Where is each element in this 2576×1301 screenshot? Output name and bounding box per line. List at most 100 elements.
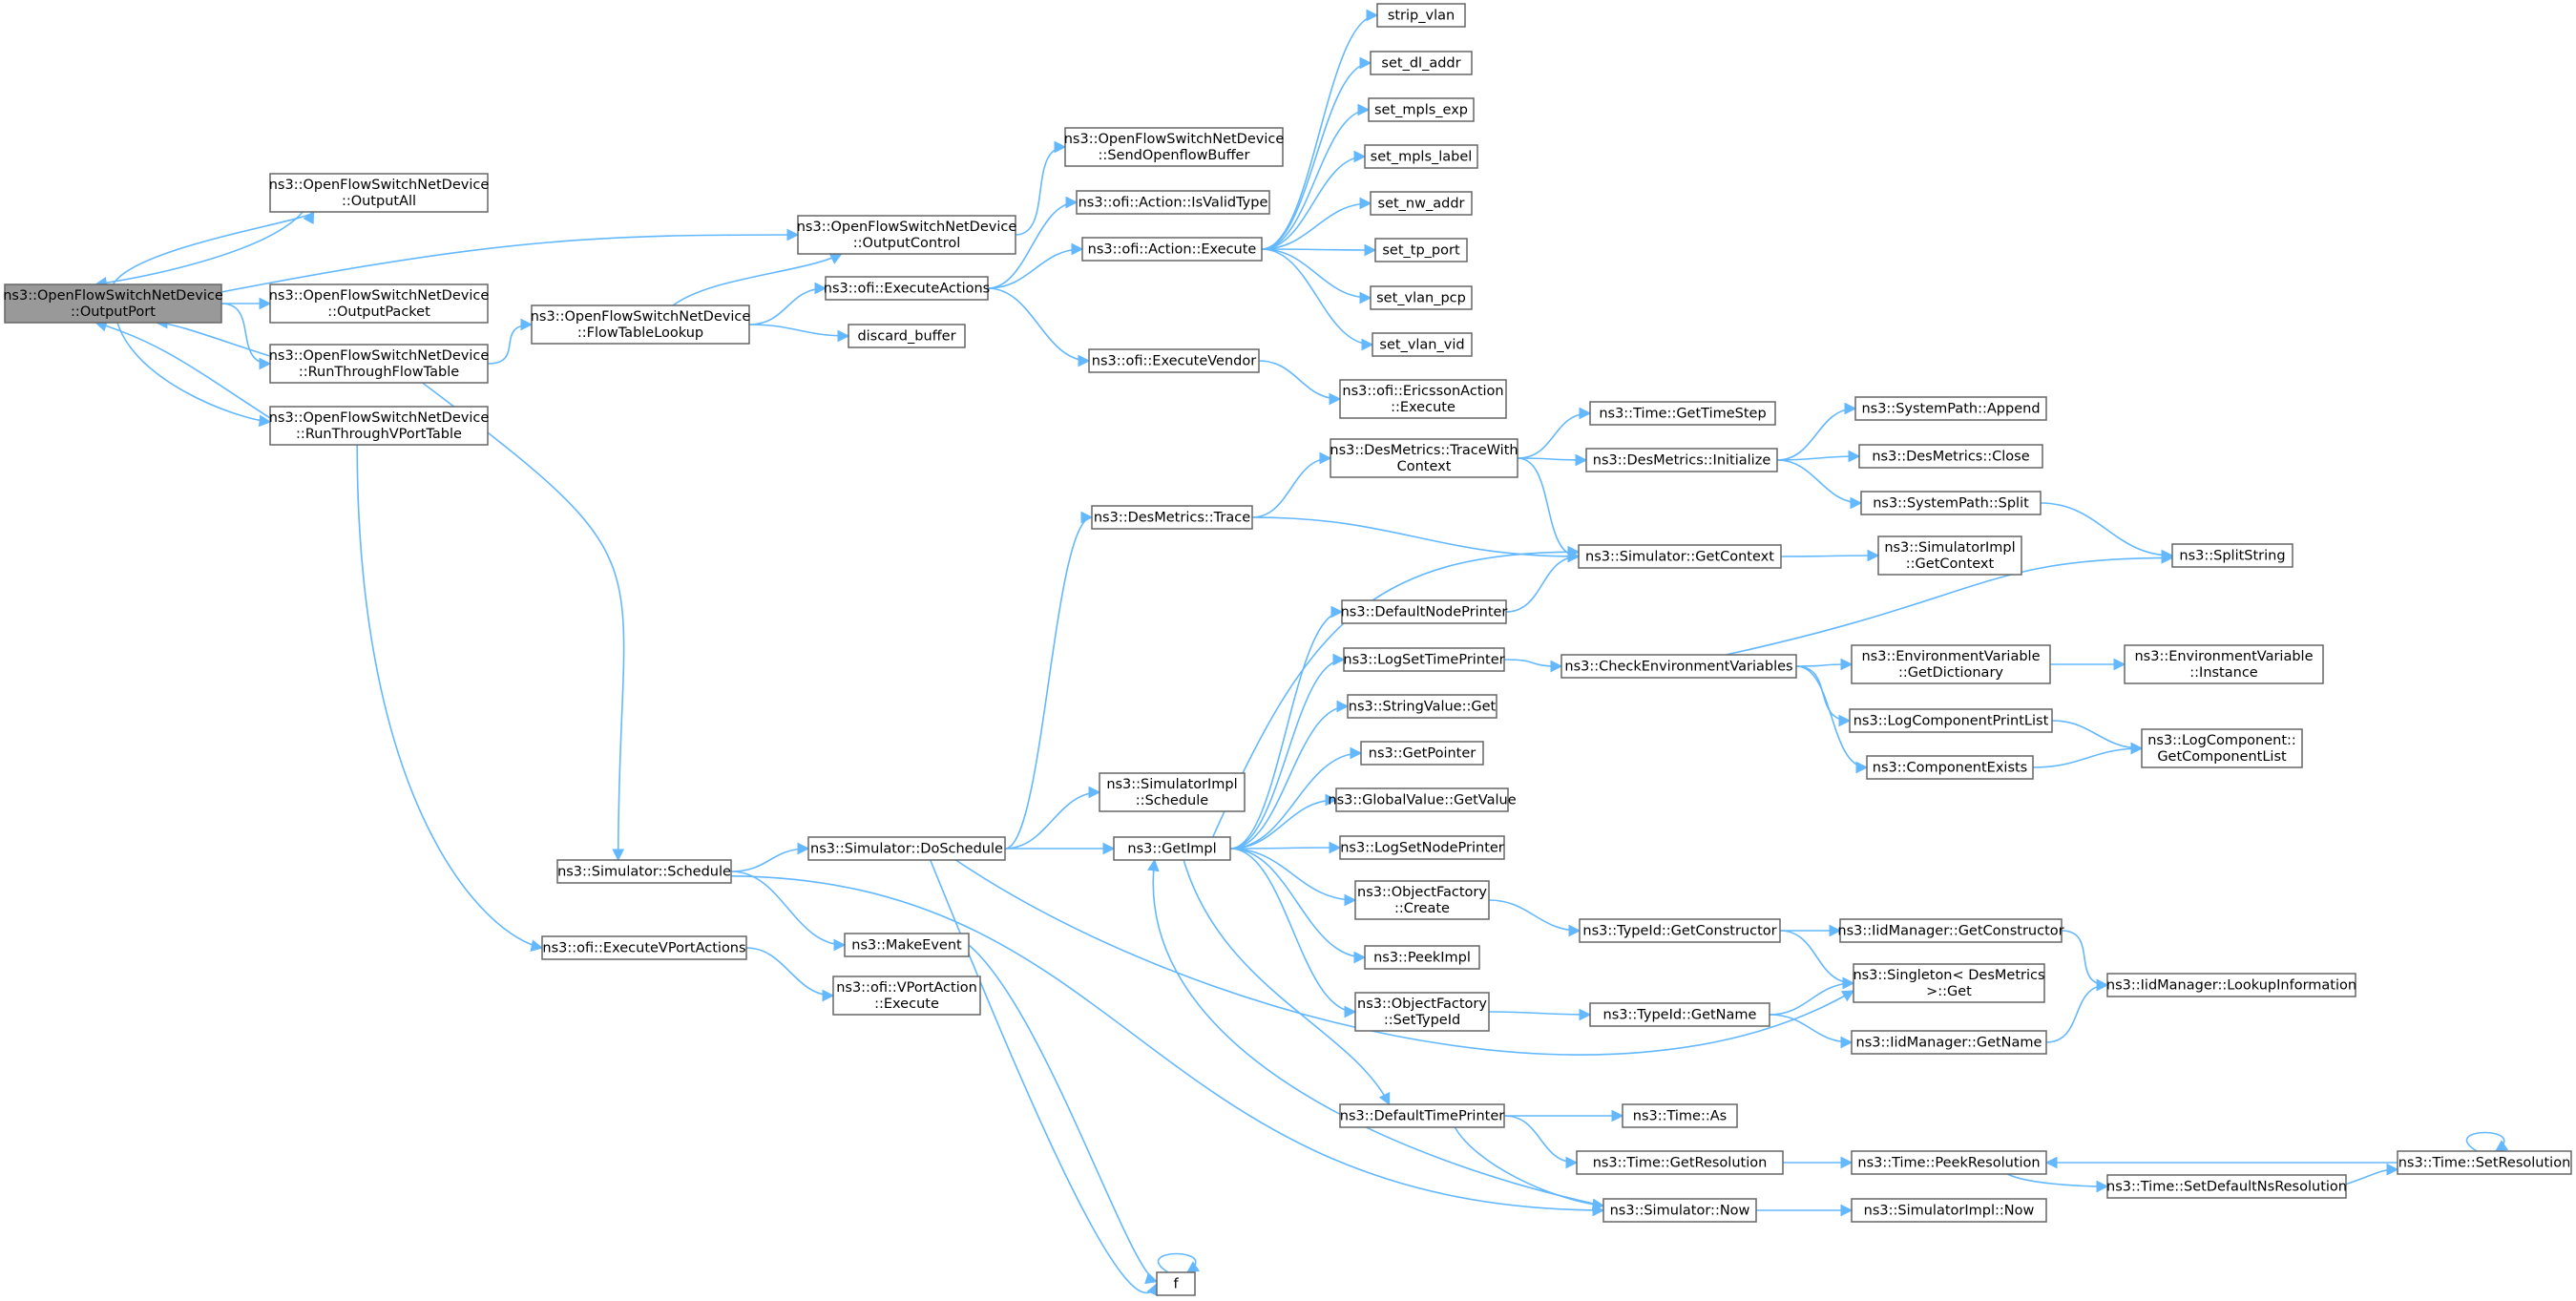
node-box [1851, 1150, 2047, 1175]
node-simimplschedule[interactable]: ns3::SimulatorImpl::Schedule [1099, 772, 1246, 812]
node-singletonget[interactable]: ns3::Singleton< DesMetrics >::Get [1853, 963, 2045, 1003]
node-label: ns3::GetImpl [1127, 842, 1216, 857]
node-getcomponentlist[interactable]: ns3::LogComponent::GetComponentList [2141, 728, 2303, 768]
node-makeevent[interactable]: ns3::MakeEvent [844, 933, 970, 957]
node-timeas[interactable]: ns3::Time::As [1622, 1103, 1738, 1128]
node-isvalidtype[interactable]: ns3::ofi::Action::IsValidType [1076, 190, 1270, 215]
node-actionexecute[interactable]: ns3::ofi::Action::Execute [1081, 237, 1263, 262]
edge-timesetdefaultns-to-timesetresolution [2345, 1163, 2399, 1186]
node-stripvlan[interactable]: strip_vlan [1376, 3, 1466, 28]
node-logsettimeprinter[interactable]: ns3::LogSetTimePrinter [1343, 647, 1505, 672]
node-simnow[interactable]: ns3::Simulator::Now [1602, 1198, 1757, 1223]
edge-actionexecute-to-settpport [1261, 243, 1377, 257]
node-label: ns3::Time::GetResolution [1593, 1156, 1768, 1171]
node-executevportactions[interactable]: ns3::ofi::ExecuteVPortActions [541, 935, 747, 960]
node-settpport[interactable]: set_tp_port [1374, 238, 1468, 262]
node-logcompprintlist[interactable]: ns3::LogComponentPrintList [1849, 708, 2053, 733]
node-f[interactable]: f [1156, 1271, 1196, 1296]
node-syspathsplit[interactable]: ns3::SystemPath::Split [1860, 491, 2042, 515]
node-setdladdr[interactable]: set_dl_addr [1370, 51, 1473, 75]
edge-logsettimeprinter-to-checkenv [1503, 659, 1563, 673]
node-typeidgetname[interactable]: ns3::TypeId::GetName [1589, 1002, 1770, 1027]
node-envgetdict[interactable]: ns3::EnvironmentVariable::GetDictionary [1851, 644, 2051, 684]
node-defaulttimeprinter[interactable]: ns3::DefaultTimePrinter [1339, 1103, 1505, 1128]
node-globalvaluegetvalue[interactable]: ns3::GlobalValue::GetValue [1328, 787, 1517, 812]
node-executevendor[interactable]: ns3::ofi::ExecuteVendor [1088, 348, 1260, 373]
node-iidlookup[interactable]: ns3::IidManager::LookupInformation [2106, 973, 2356, 997]
node-box [1156, 1271, 1196, 1296]
edge-getimpl-to-defaulttimeprinter [1183, 859, 1391, 1106]
node-box [1364, 144, 1478, 169]
node-setmplslabel[interactable]: set_mpls_label [1364, 144, 1478, 169]
node-label: ::RunThroughVPortTable [296, 427, 462, 442]
node-componentexists[interactable]: ns3::ComponentExists [1866, 755, 2034, 780]
node-box [1339, 379, 1507, 419]
node-box [1578, 544, 1782, 569]
edge-tracewithcontext-to-desinitialize [1517, 453, 1588, 467]
edge-syspathsplit-to-splitstring [2040, 502, 2174, 562]
node-runflowtable[interactable]: ns3::OpenFlowSwitchNetDevice::RunThrough… [269, 344, 490, 384]
node-label: ns3::LogSetNodePrinter [1340, 841, 1504, 856]
node-outputpacket[interactable]: ns3::OpenFlowSwitchNetDevice::OutputPack… [269, 283, 490, 324]
node-syspathappend[interactable]: ns3::SystemPath::Append [1854, 396, 2047, 421]
edge-flowtablelookup-to-executeactions [748, 282, 827, 325]
node-simschedule[interactable]: ns3::Simulator::Schedule [556, 859, 732, 884]
node-simimplnow[interactable]: ns3::SimulatorImpl::Now [1851, 1198, 2047, 1223]
edge-typeidgetname-to-iidgetname [1769, 1014, 1853, 1049]
node-setvlanvid[interactable]: set_vlan_vid [1372, 332, 1473, 357]
node-typeidgetconstructor[interactable]: ns3::TypeId::GetConstructor [1579, 918, 1781, 943]
node-timepeekresolution[interactable]: ns3::Time::PeekResolution [1851, 1150, 2047, 1175]
node-label: ns3::OpenFlowSwitchNetDevice [269, 348, 490, 364]
node-executeactions[interactable]: ns3::ofi::ExecuteActions [824, 276, 990, 301]
node-setnwaddr[interactable]: set_nw_addr [1370, 191, 1473, 216]
node-envinstance[interactable]: ns3::EnvironmentVariable::Instance [2124, 644, 2324, 684]
node-outputport[interactable]: ns3::OpenFlowSwitchNetDevice::OutputPort [3, 283, 223, 324]
node-gettimestep[interactable]: ns3::Time::GetTimeStep [1589, 401, 1776, 426]
node-discardbuffer[interactable]: discard_buffer [848, 324, 966, 348]
node-label: ns3::ofi::Action::IsValidType [1079, 196, 1268, 211]
node-doschedule[interactable]: ns3::Simulator::DoSchedule [807, 836, 1006, 861]
node-label: set_vlan_pcp [1376, 291, 1466, 306]
node-ericssonexecute[interactable]: ns3::ofi::EricssonAction::Execute [1339, 379, 1507, 419]
node-setvlanpcp[interactable]: set_vlan_pcp [1370, 285, 1473, 310]
node-getpointer[interactable]: ns3::GetPointer [1360, 741, 1484, 766]
node-box [541, 935, 747, 960]
node-outputcontrol[interactable]: ns3::OpenFlowSwitchNetDevice::OutputCont… [797, 215, 1017, 255]
node-getcontext[interactable]: ns3::Simulator::GetContext [1578, 544, 1782, 569]
node-desinitialize[interactable]: ns3::DesMetrics::Initialize [1585, 448, 1778, 472]
node-setmplsexp[interactable]: set_mpls_exp [1368, 97, 1475, 122]
node-timesetresolution[interactable]: ns3::Time::SetResolution [2397, 1150, 2572, 1175]
edge-f-to-f [1158, 1252, 1201, 1273]
node-iidgetname[interactable]: ns3::IidManager::GetName [1851, 1030, 2047, 1055]
node-timegetresolution[interactable]: ns3::Time::GetResolution [1576, 1150, 1784, 1175]
node-desclose[interactable]: ns3::DesMetrics::Close [1858, 444, 2043, 469]
node-splitstring[interactable]: ns3::SplitString [2171, 543, 2293, 568]
node-box [1372, 332, 1473, 357]
edge-outputall-to-outputport [94, 211, 304, 289]
edge-actionexecute-to-setnwaddr [1261, 197, 1372, 250]
node-stringvalueget[interactable]: ns3::StringValue::Get [1347, 694, 1497, 719]
node-logsetnodeprinter[interactable]: ns3::LogSetNodePrinter [1339, 835, 1505, 860]
edge-getimpl-to-defaultnodeprinter [1229, 605, 1344, 850]
node-sendopenflowbuffer[interactable]: ns3::OpenFlowSwitchNetDevice::SendOpenfl… [1064, 127, 1285, 167]
node-desmetricstrace[interactable]: ns3::DesMetrics::Trace [1091, 505, 1253, 530]
node-simimplgetcontext[interactable]: ns3::SimulatorImpl::GetContext [1877, 535, 2022, 576]
node-flowtablelookup[interactable]: ns3::OpenFlowSwitchNetDevice::FlowTableL… [531, 304, 751, 345]
node-box [1343, 647, 1505, 672]
node-getimpl[interactable]: ns3::GetImpl [1113, 836, 1231, 861]
node-runvporttable[interactable]: ns3::OpenFlowSwitchNetDevice::RunThrough… [269, 406, 490, 446]
node-objectfactorycreate[interactable]: ns3::ObjectFactory::Create [1354, 880, 1490, 920]
node-objectfactorysettypeid[interactable]: ns3::ObjectFactory::SetTypeId [1354, 992, 1490, 1032]
node-defaultnodeprinter[interactable]: ns3::DefaultNodePrinter [1341, 599, 1508, 624]
node-box [531, 304, 750, 345]
node-box [1099, 772, 1246, 812]
node-vportexecute[interactable]: ns3::ofi::VPortAction::Execute [832, 976, 981, 1016]
node-outputall[interactable]: ns3::OpenFlowSwitchNetDevice::OutputAll [269, 173, 490, 213]
node-iidgetconstructor[interactable]: ns3::IidManager::GetConstructor [1837, 918, 2064, 943]
node-label: ::OutputControl [853, 236, 961, 251]
node-timesetdefaultns[interactable]: ns3::Time::SetDefaultNsResolution [2106, 1174, 2347, 1199]
node-peekimpl[interactable]: ns3::PeekImpl [1364, 945, 1480, 970]
node-label: ns3::TypeId::GetConstructor [1582, 924, 1776, 939]
node-checkenv[interactable]: ns3::CheckEnvironmentVariables [1560, 654, 1797, 679]
